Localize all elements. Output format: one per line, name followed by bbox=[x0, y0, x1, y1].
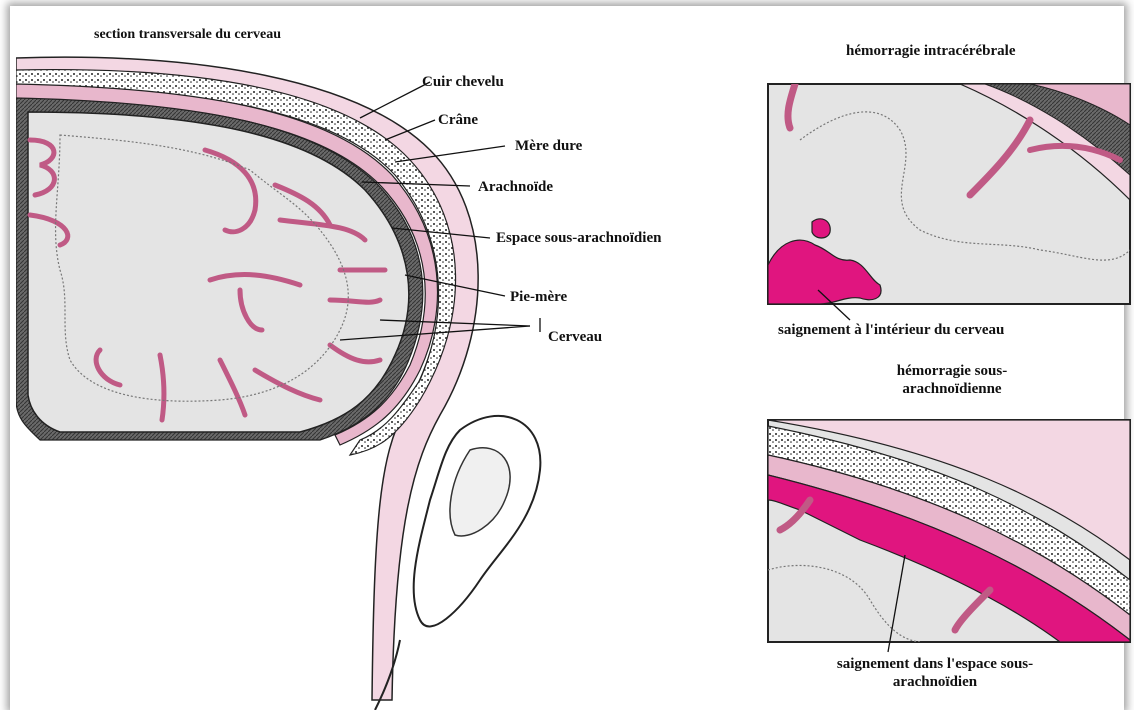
panel-top-caption: saignement à l'intérieur du cerveau bbox=[778, 321, 1004, 339]
panel-bottom-title: hémorragie sous-arachnoïdienne bbox=[862, 362, 1042, 398]
panel-bottom-illustration bbox=[768, 420, 1130, 652]
head-cross-section bbox=[16, 57, 540, 710]
label-scalp: Cuir chevelu bbox=[422, 73, 504, 91]
label-arachnoid: Arachnoïde bbox=[478, 178, 553, 196]
label-brain: Cerveau bbox=[548, 328, 602, 346]
label-pia: Pie-mère bbox=[510, 288, 567, 306]
main-title: section transversale du cerveau bbox=[94, 26, 281, 44]
panel-bottom-caption: saignement dans l'espace sous-arachnoïdi… bbox=[800, 655, 1070, 691]
label-dura: Mère dure bbox=[515, 137, 582, 155]
label-subarachnoid-space: Espace sous-arachnoïdien bbox=[496, 229, 661, 247]
label-skull: Crâne bbox=[438, 111, 478, 129]
panel-top-title: hémorragie intracérébrale bbox=[846, 42, 1016, 60]
panel-top-illustration bbox=[768, 84, 1130, 320]
